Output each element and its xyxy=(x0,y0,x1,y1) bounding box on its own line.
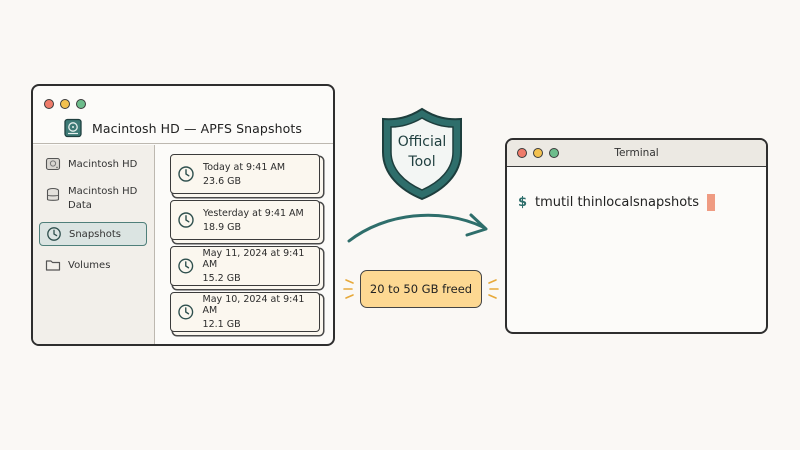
terminal-title: Terminal xyxy=(614,147,659,159)
sidebar-item-label: Macintosh HD Data xyxy=(68,186,138,211)
snapshots-window: Macintosh HD — APFS Snapshots Macintosh … xyxy=(31,84,335,346)
sidebar-item-label: Macintosh HD xyxy=(68,158,138,170)
database-icon xyxy=(46,187,60,201)
snapshot-date: May 10, 2024 at 9:41 AM xyxy=(202,294,305,316)
sidebar-item-snapshots[interactable]: Snapshots xyxy=(39,222,147,246)
sidebar-item-label: Volumes xyxy=(68,259,111,271)
snapshot-date: Yesterday at 9:41 AM xyxy=(203,207,304,219)
clock-icon xyxy=(178,212,194,228)
drive-icon xyxy=(64,118,82,138)
shell-prompt: $ xyxy=(518,195,528,210)
clock-icon xyxy=(47,227,61,241)
sidebar-item-macintosh-hd[interactable]: Macintosh HD xyxy=(39,156,147,172)
window-controls xyxy=(517,148,559,158)
window-title: Macintosh HD — APFS Snapshots xyxy=(92,120,302,136)
badge-line-1: Official xyxy=(397,134,447,150)
snapshot-size: 15.2 GB xyxy=(202,273,241,284)
zoom-button[interactable] xyxy=(76,99,86,109)
clock-icon xyxy=(178,304,194,320)
sidebar-item-volumes[interactable]: Volumes xyxy=(39,257,147,273)
badge-line-2: Tool xyxy=(408,154,436,170)
snapshot-list: Today at 9:41 AM 23.6 GB Yesterday at 9:… xyxy=(156,145,333,344)
snapshot-date: Today at 9:41 AM xyxy=(203,161,286,173)
window-controls xyxy=(44,99,86,109)
official-tool-badge: Official Tool xyxy=(378,106,466,202)
minimize-button[interactable] xyxy=(533,148,543,158)
snapshot-item[interactable]: May 11, 2024 at 9:41 AM 15.2 GB xyxy=(170,246,320,286)
flow-arrow xyxy=(347,213,488,243)
sidebar-item-label: Snapshots xyxy=(69,228,121,240)
snapshot-size: 18.9 GB xyxy=(203,221,242,233)
drive-icon xyxy=(45,157,61,171)
minimize-button[interactable] xyxy=(60,99,70,109)
close-button[interactable] xyxy=(517,148,527,158)
folder-icon xyxy=(45,260,61,271)
snapshot-size: 12.1 GB xyxy=(202,319,241,330)
title-divider xyxy=(33,143,333,144)
snapshot-item[interactable]: Yesterday at 9:41 AM 18.9 GB xyxy=(170,200,320,240)
sparkle-lines xyxy=(343,279,499,299)
terminal-window: Terminal $ tmutil thinlocalsnapshots xyxy=(505,138,768,334)
clock-icon xyxy=(178,258,194,274)
terminal-title-bar: Terminal xyxy=(507,140,766,167)
zoom-button[interactable] xyxy=(549,148,559,158)
snapshot-date: May 11, 2024 at 9:41 AM xyxy=(202,248,305,270)
shield-icon xyxy=(382,107,462,201)
terminal-command-line[interactable]: $ tmutil thinlocalsnapshots xyxy=(518,194,716,211)
freed-space-badge: 20 to 50 GB freed xyxy=(360,270,482,308)
sidebar: Macintosh HD Macintosh HD Data Snapshots… xyxy=(33,145,155,344)
snapshot-item[interactable]: Today at 9:41 AM 23.6 GB xyxy=(170,154,320,194)
snapshot-size: 23.6 GB xyxy=(203,175,242,187)
text-cursor xyxy=(707,194,716,211)
sidebar-item-macintosh-hd-data[interactable]: Macintosh HD Data xyxy=(39,185,147,213)
clock-icon xyxy=(178,166,194,182)
terminal-command: tmutil thinlocalsnapshots xyxy=(535,195,700,210)
window-title-row: Macintosh HD — APFS Snapshots xyxy=(63,118,302,138)
close-button[interactable] xyxy=(44,99,54,109)
snapshot-item[interactable]: May 10, 2024 at 9:41 AM 12.1 GB xyxy=(170,292,320,332)
